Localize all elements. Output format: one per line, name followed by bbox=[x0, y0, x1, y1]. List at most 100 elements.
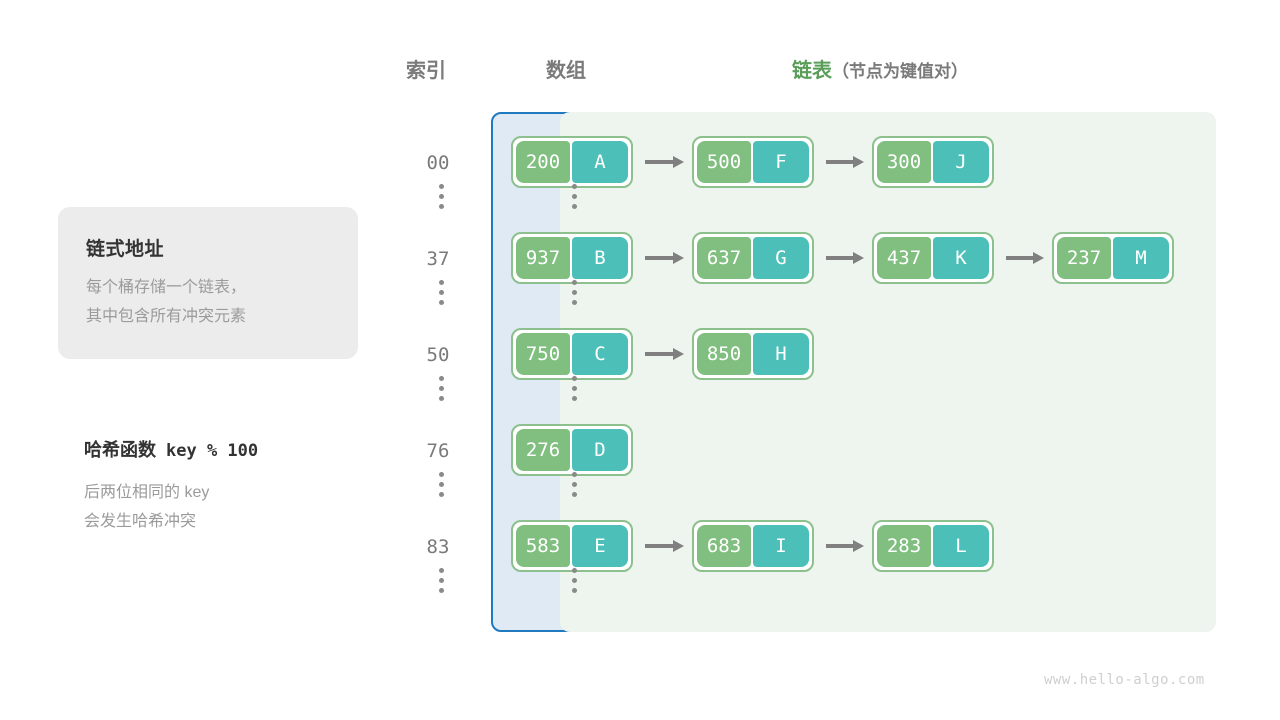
hash-function-description: 后两位相同的 key 会发生哈希冲突 bbox=[84, 484, 210, 530]
index-label: 76 bbox=[426, 440, 450, 462]
node-key: 583 bbox=[516, 525, 570, 567]
arrow-head bbox=[853, 540, 864, 552]
node-value: A bbox=[572, 141, 628, 183]
ellipsis-dot bbox=[571, 386, 577, 391]
ellipsis-dot bbox=[571, 290, 577, 295]
node-value: F bbox=[753, 141, 809, 183]
arrow-head bbox=[1033, 252, 1044, 264]
chain-arrow bbox=[645, 348, 684, 360]
node-value: J bbox=[933, 141, 989, 183]
node-key: 200 bbox=[516, 141, 570, 183]
ellipsis-dot bbox=[571, 300, 577, 305]
header-index: 索引 bbox=[406, 60, 446, 82]
arrow-shaft bbox=[645, 544, 673, 548]
index-ellipsis bbox=[436, 184, 446, 209]
node-key: 750 bbox=[516, 333, 570, 375]
ellipsis-dot bbox=[571, 578, 577, 583]
ellipsis-dot bbox=[571, 204, 577, 209]
header-linked-list: 链表（节点为键值对） bbox=[792, 54, 968, 83]
index-ellipsis bbox=[436, 472, 446, 497]
node-key: 276 bbox=[516, 429, 570, 471]
chain-arrow bbox=[645, 252, 684, 264]
index-label: 50 bbox=[426, 344, 450, 366]
node-key: 637 bbox=[697, 237, 751, 279]
ellipsis-dot bbox=[571, 492, 577, 497]
ellipsis-dot bbox=[438, 588, 444, 593]
node-key: 937 bbox=[516, 237, 570, 279]
node-key: 850 bbox=[697, 333, 751, 375]
ellipsis-dot bbox=[438, 396, 444, 401]
chain-arrow bbox=[1006, 252, 1044, 264]
node-key: 500 bbox=[697, 141, 751, 183]
node-key: 683 bbox=[697, 525, 751, 567]
header-linked-list-main: 链表 bbox=[792, 60, 832, 82]
index-ellipsis bbox=[436, 376, 446, 401]
ellipsis-dot bbox=[438, 280, 444, 285]
array-ellipsis bbox=[569, 184, 579, 209]
node-value: L bbox=[933, 525, 989, 567]
arrow-shaft bbox=[1006, 256, 1033, 260]
header-linked-list-sub: （节点为键值对） bbox=[832, 62, 968, 81]
arrow-head bbox=[673, 156, 684, 168]
array-ellipsis bbox=[569, 472, 579, 497]
ellipsis-dot bbox=[571, 472, 577, 477]
ellipsis-dot bbox=[438, 492, 444, 497]
ellipsis-dot bbox=[438, 578, 444, 583]
node-key: 237 bbox=[1057, 237, 1111, 279]
arrow-shaft bbox=[645, 352, 673, 356]
ellipsis-dot bbox=[438, 290, 444, 295]
node-key: 437 bbox=[877, 237, 931, 279]
index-ellipsis bbox=[436, 568, 446, 593]
chain-arrow bbox=[826, 156, 864, 168]
arrow-head bbox=[673, 252, 684, 264]
ellipsis-dot bbox=[571, 568, 577, 573]
ellipsis-dot bbox=[438, 300, 444, 305]
chain-arrow bbox=[645, 156, 684, 168]
arrow-head bbox=[853, 252, 864, 264]
index-label: 37 bbox=[426, 248, 450, 270]
arrow-shaft bbox=[826, 256, 853, 260]
hash-function-expression: key % 100 bbox=[166, 441, 259, 461]
node-value: K bbox=[933, 237, 989, 279]
arrow-shaft bbox=[645, 160, 673, 164]
ellipsis-dot bbox=[571, 482, 577, 487]
node-key: 283 bbox=[877, 525, 931, 567]
callout-description: 每个桶存储一个链表， 其中包含所有冲突元素 bbox=[86, 279, 247, 325]
ellipsis-dot bbox=[438, 376, 444, 381]
ellipsis-dot bbox=[571, 184, 577, 189]
chain-arrow bbox=[645, 540, 684, 552]
callout-box: 链式地址 每个桶存储一个链表， 其中包含所有冲突元素 bbox=[58, 207, 358, 359]
watermark: www.hello-algo.com bbox=[1044, 672, 1205, 688]
node-value: G bbox=[753, 237, 809, 279]
ellipsis-dot bbox=[438, 194, 444, 199]
node-value: M bbox=[1113, 237, 1169, 279]
chain-arrow bbox=[826, 540, 864, 552]
ellipsis-dot bbox=[438, 386, 444, 391]
ellipsis-dot bbox=[571, 280, 577, 285]
index-label: 83 bbox=[426, 536, 450, 558]
array-ellipsis bbox=[569, 376, 579, 401]
ellipsis-dot bbox=[571, 194, 577, 199]
arrow-head bbox=[673, 540, 684, 552]
ellipsis-dot bbox=[438, 482, 444, 487]
array-ellipsis bbox=[569, 280, 579, 305]
node-value: B bbox=[572, 237, 628, 279]
ellipsis-dot bbox=[438, 204, 444, 209]
arrow-head bbox=[853, 156, 864, 168]
node-value: C bbox=[572, 333, 628, 375]
node-value: H bbox=[753, 333, 809, 375]
ellipsis-dot bbox=[571, 396, 577, 401]
array-ellipsis bbox=[569, 568, 579, 593]
